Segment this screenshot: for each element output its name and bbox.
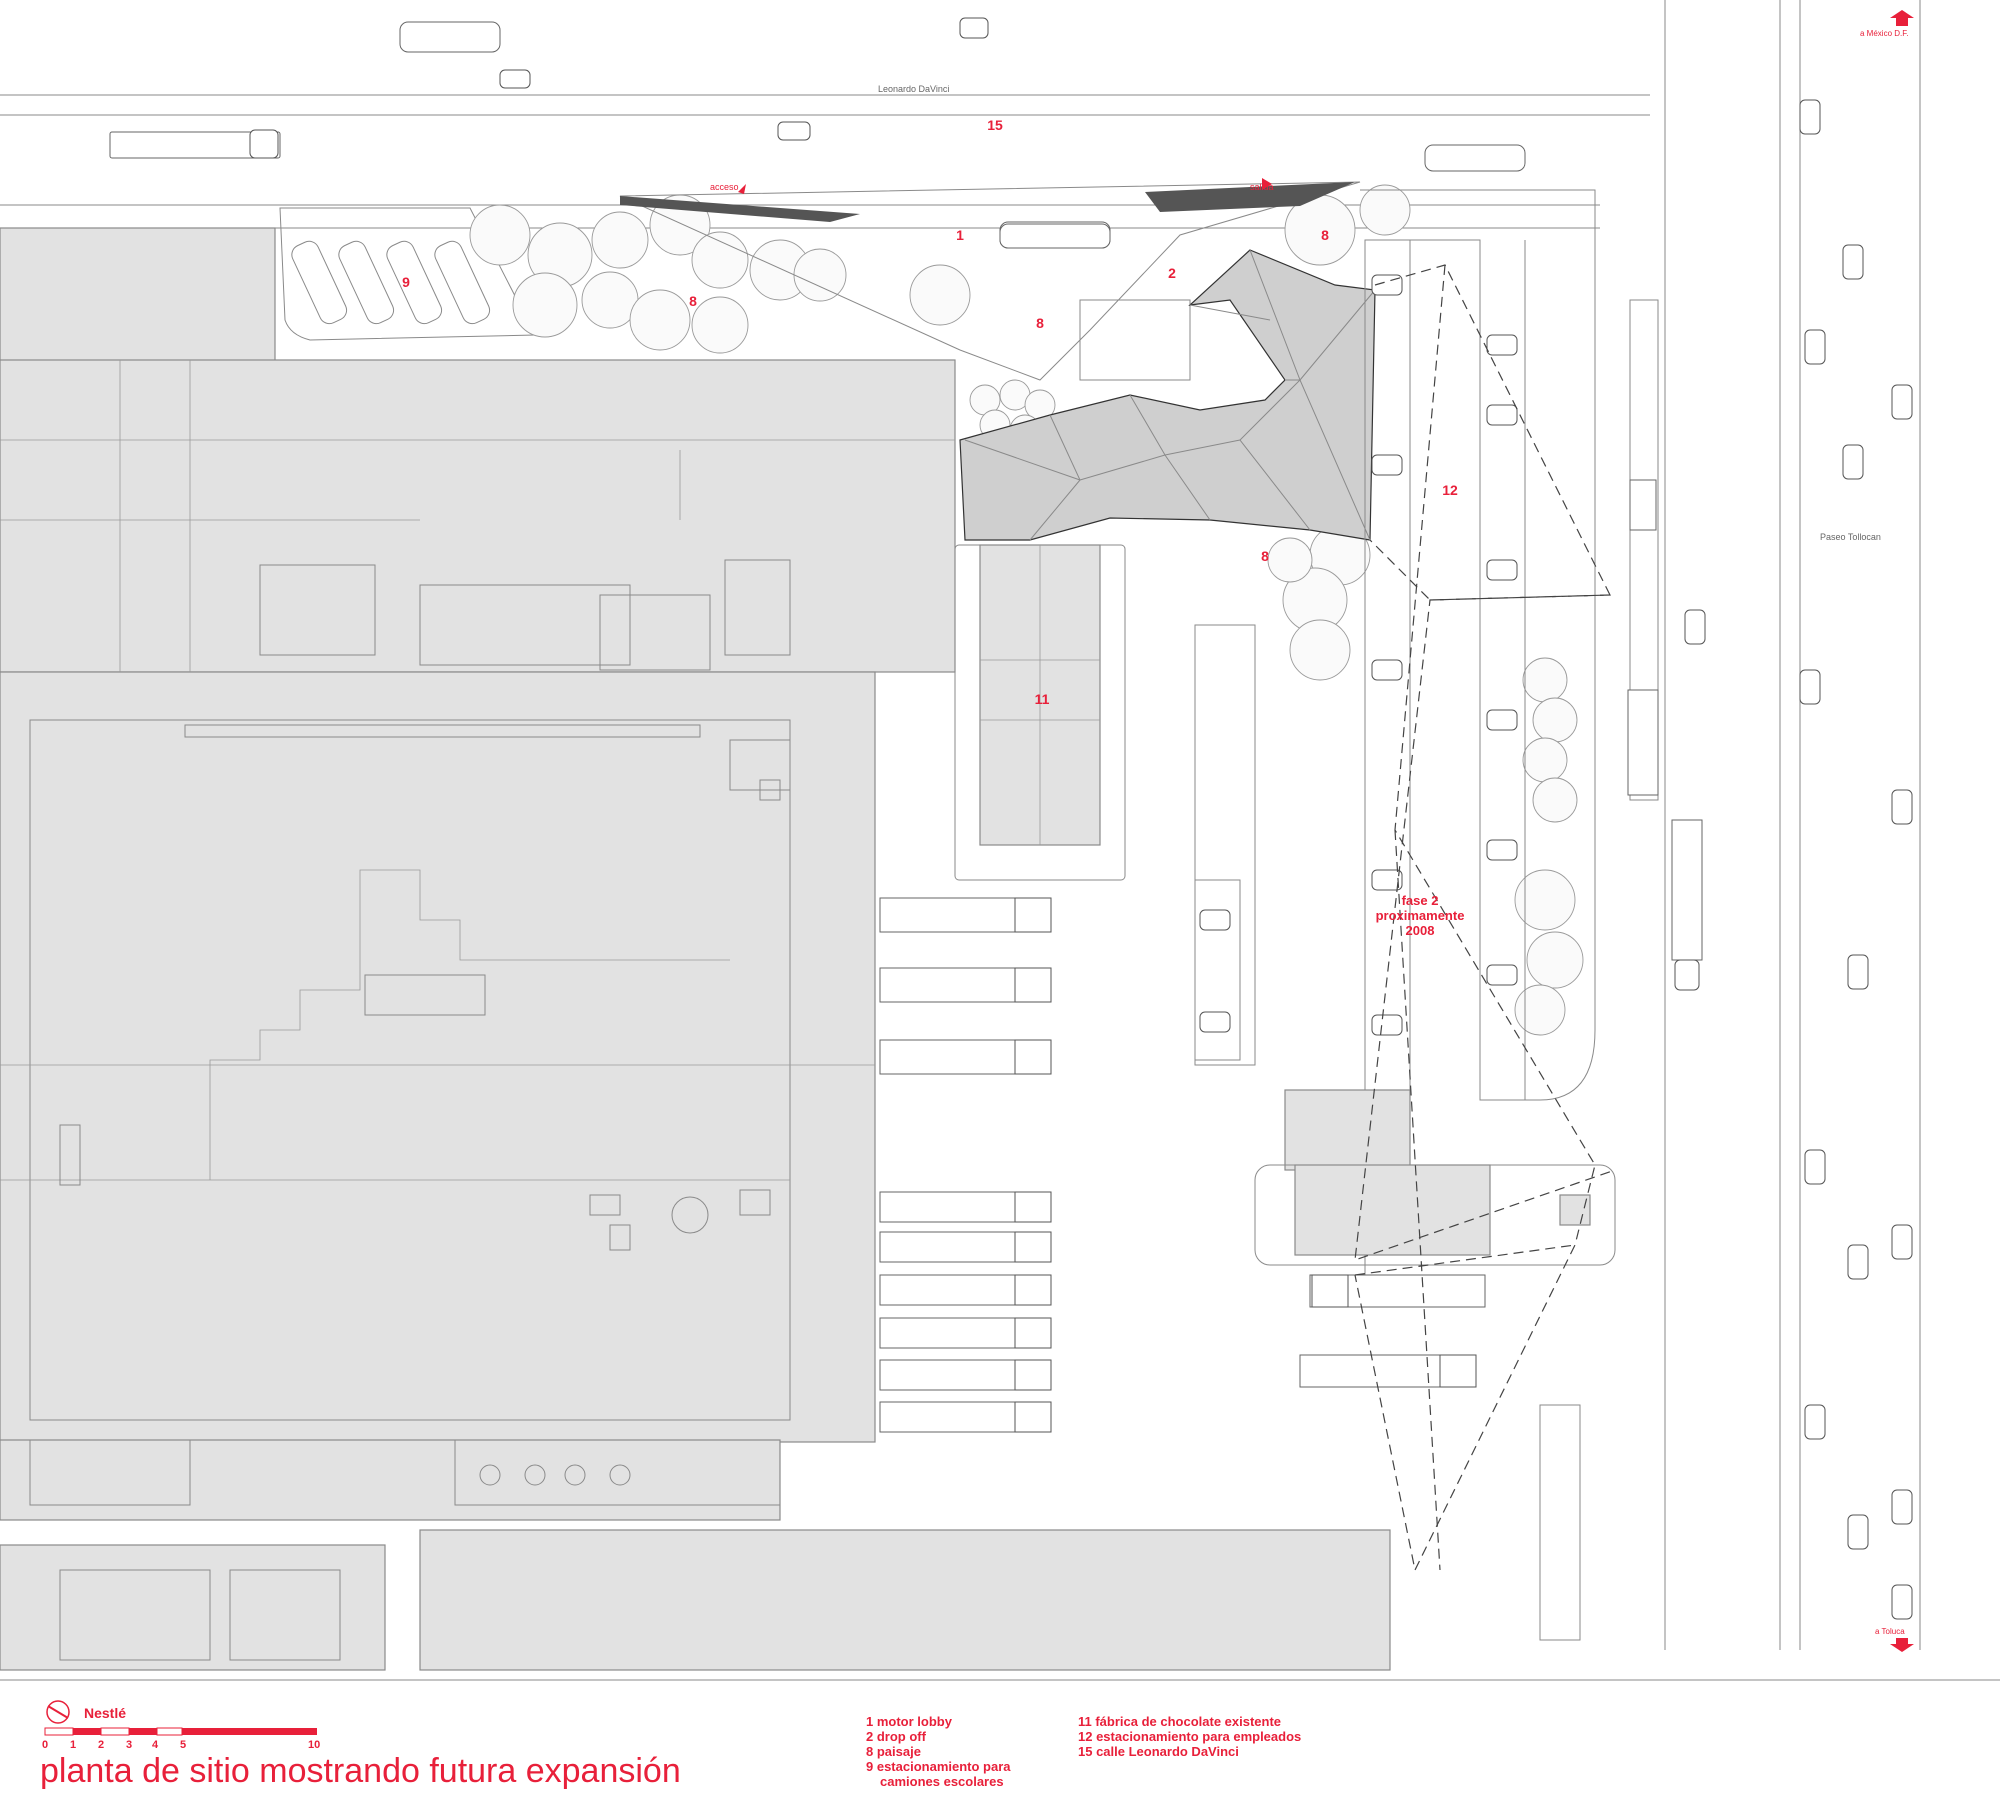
legend-item: 1 motor lobby (866, 1714, 953, 1729)
scale-bar: 0 1 2 3 4 5 10 (42, 1727, 320, 1751)
access-arrow-icon (738, 184, 746, 194)
exit-label: salida (1250, 182, 1274, 192)
legend-column-2: 11 fábrica de chocolate existente 12 est… (1078, 1714, 1301, 1759)
truck-parking (879, 897, 1052, 1433)
street-label-leonardo-davinci: Leonardo DaVinci (878, 84, 949, 94)
arrow-up-icon (1890, 10, 1914, 26)
drop-off-plaza (619, 181, 1361, 381)
legend-item: 9 estacionamiento para (866, 1759, 1011, 1774)
scale-tick-5: 5 (180, 1739, 186, 1751)
chocolate-factory-existing (954, 544, 1126, 881)
zone-9: 9 (402, 274, 410, 290)
legend-item: 2 drop off (866, 1729, 927, 1744)
legend-item: 11 fábrica de chocolate existente (1078, 1714, 1281, 1729)
zone-8-c: 8 (1321, 227, 1329, 243)
service-building (1254, 1089, 1616, 1641)
existing-factory (0, 227, 1391, 1671)
north-arrow: Nestlé (46, 1700, 126, 1724)
zone-8-d: 8 (1261, 548, 1269, 564)
fase-2-line-1: fase 2 (1402, 893, 1439, 908)
scale-tick-1: 1 (70, 1739, 76, 1751)
direction-label-toluca: a Toluca (1875, 1627, 1905, 1636)
legend-item: camiones escolares (880, 1774, 1004, 1789)
bus-parking (279, 207, 536, 341)
street-labels: Leonardo DaVinci Paseo Tollocan acceso s… (710, 84, 1881, 542)
scale-tick-2: 2 (98, 1739, 104, 1751)
zone-15: 15 (987, 117, 1003, 133)
new-building-roof (959, 249, 1376, 541)
zone-12: 12 (1442, 482, 1458, 498)
brand-label: Nestlé (84, 1705, 126, 1721)
north-arrow-icon (46, 1700, 70, 1724)
access-label: acceso (710, 182, 739, 192)
scale-tick-0: 0 (42, 1739, 48, 1751)
fase-2-line-2: proximamente (1376, 908, 1465, 923)
direction-label-mexico: a México D.F. (1860, 29, 1908, 38)
zone-8-b: 8 (1036, 315, 1044, 331)
arrow-down-icon (1890, 1638, 1914, 1652)
zone-11: 11 (1035, 691, 1050, 707)
scale-tick-3: 3 (126, 1739, 132, 1751)
exit-arrow-icon (1262, 178, 1272, 190)
zone-2: 2 (1168, 265, 1176, 281)
direction-mexico: a México D.F. (1860, 10, 1914, 38)
legend-column-1: 1 motor lobby 2 drop off 8 paisaje 9 est… (866, 1714, 1011, 1789)
zone-1: 1 (956, 227, 964, 243)
fase-2-line-3: 2008 (1406, 923, 1435, 938)
street-label-paseo-tollocan: Paseo Tollocan (1820, 532, 1881, 542)
legend-item: 8 paisaje (866, 1744, 921, 1759)
legend-item: 12 estacionamiento para empleados (1078, 1729, 1301, 1744)
legend-item: 15 calle Leonardo DaVinci (1078, 1744, 1239, 1759)
fase-2-expansion-outline (1354, 264, 1616, 1572)
plan-title: planta de sitio mostrando futura expansi… (40, 1752, 681, 1790)
scale-tick-4: 4 (152, 1739, 159, 1751)
landscape-trees (469, 184, 1584, 1036)
zone-8-a: 8 (689, 293, 697, 309)
zone-number-labels: 15 1 2 8 8 8 8 9 11 12 (402, 117, 1458, 707)
direction-toluca: a Toluca (1875, 1627, 1914, 1652)
fase-2-label: fase 2 proximamente 2008 (1376, 893, 1465, 938)
employee-parking (1194, 189, 1596, 1280)
street-paseo-tollocan (1627, 0, 1921, 1650)
scale-tick-10: 10 (308, 1739, 320, 1751)
